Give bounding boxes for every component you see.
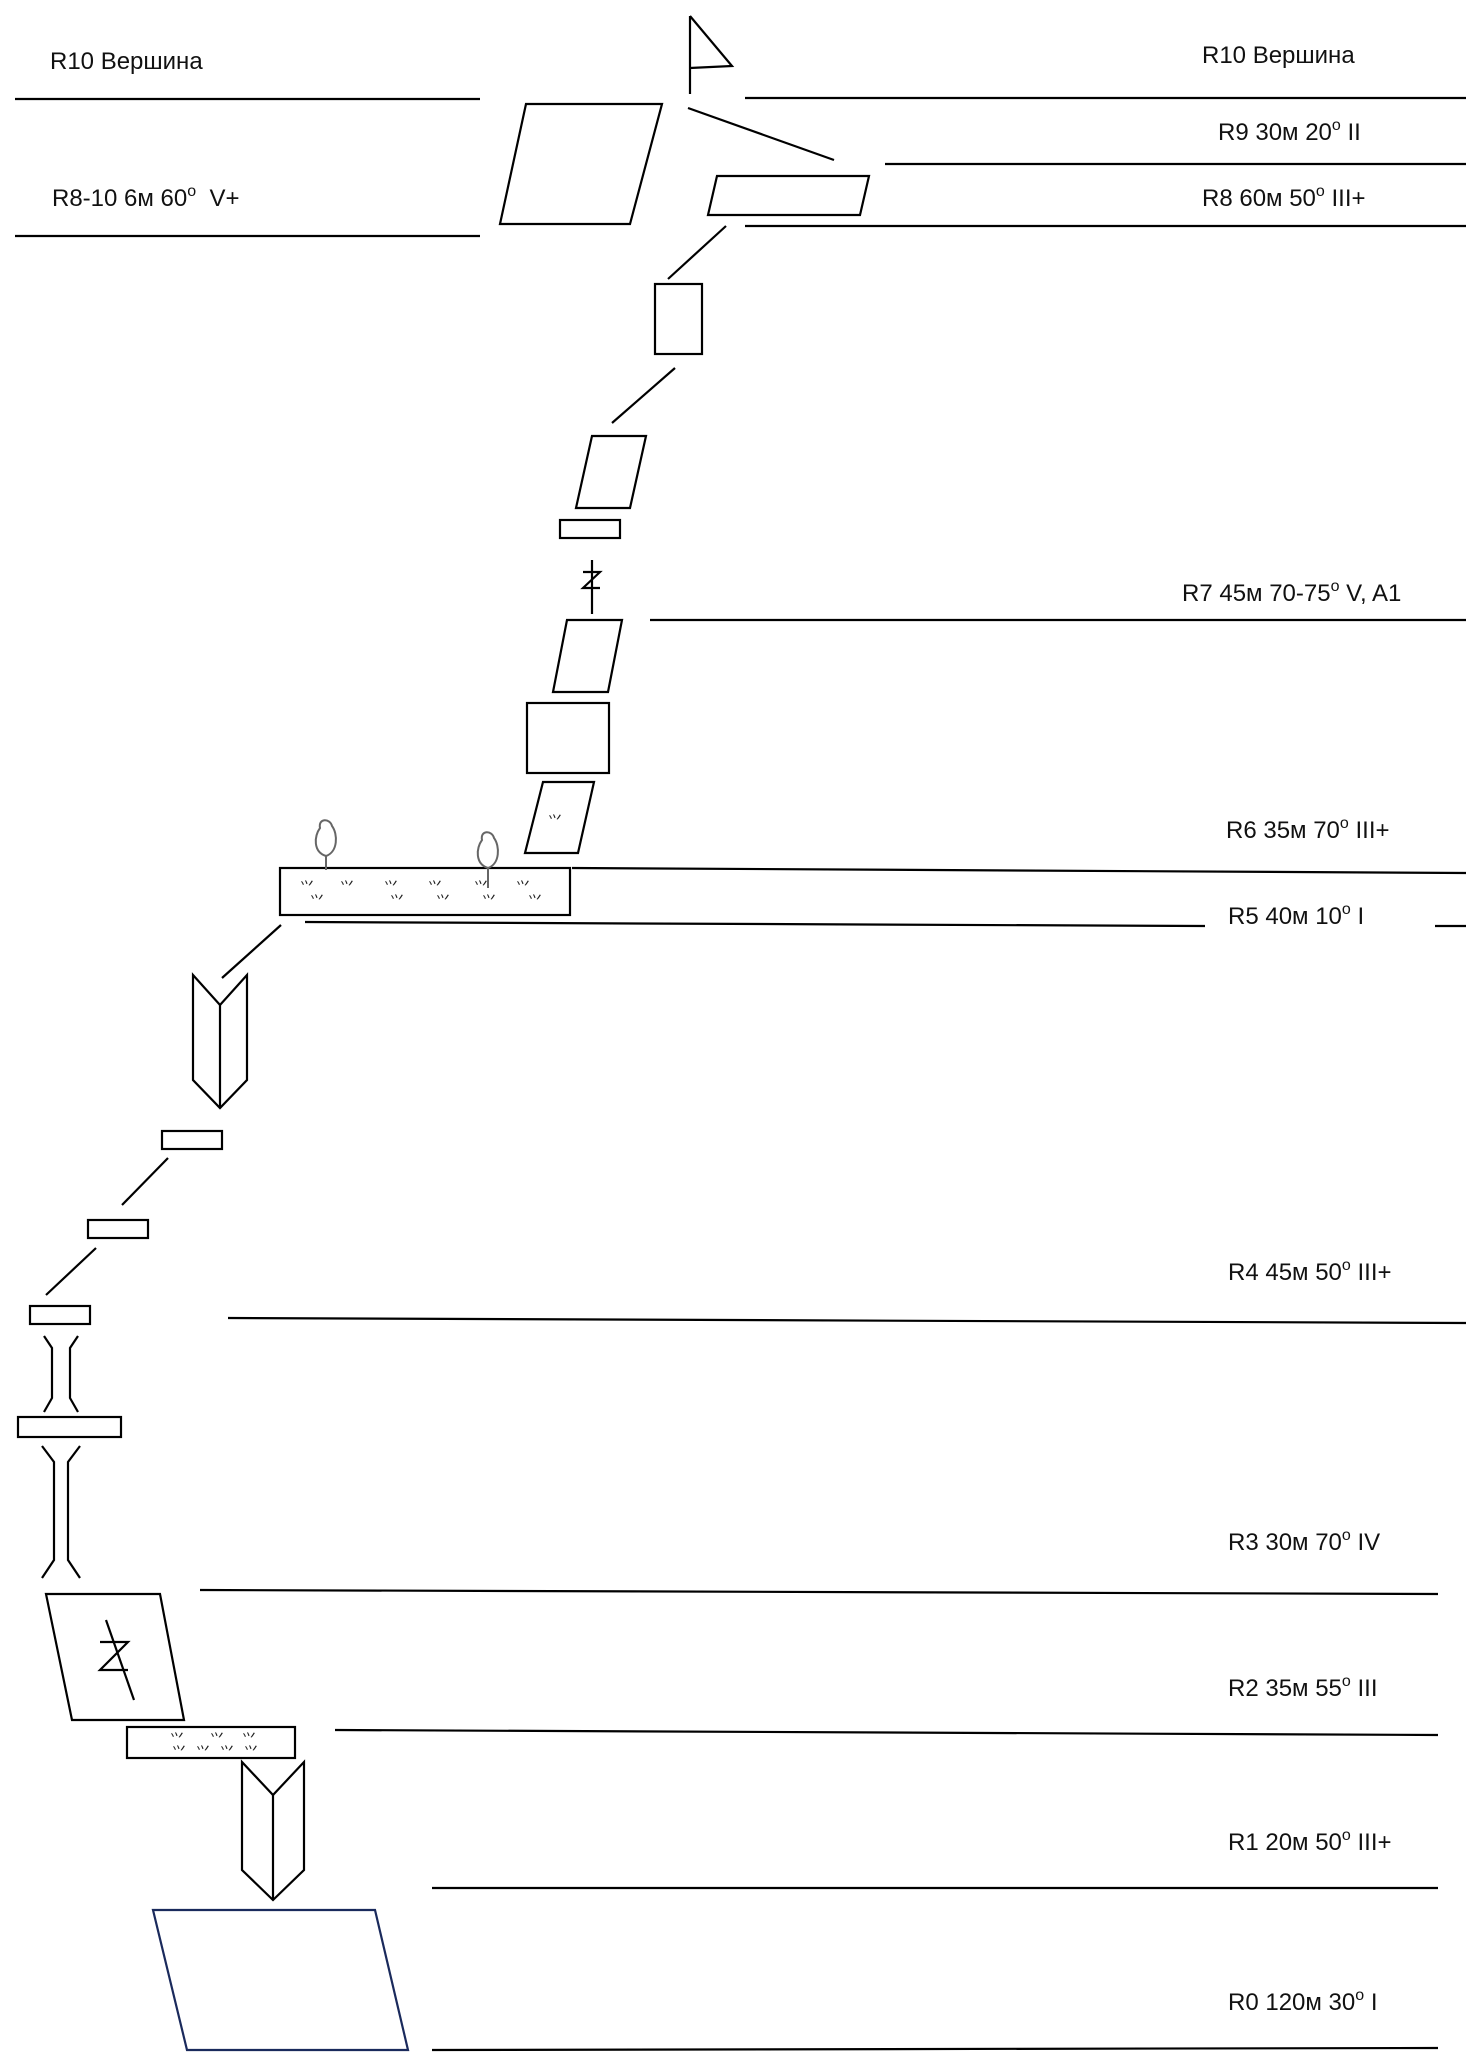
- pitch-labels: R10 Вершина R10 Вершина R9 30м 20o II R8…: [50, 42, 1401, 2016]
- block-r2: [44, 1592, 186, 1722]
- tree-icon: [476, 831, 499, 888]
- route-r4: [28, 924, 282, 1326]
- label-r8-10: R8-10 6м 60o V+: [52, 183, 240, 212]
- line-r2: [334, 1728, 1439, 1737]
- label-r3: R3 30м 70o IV: [1228, 1527, 1380, 1556]
- block-r7-e: [525, 701, 611, 775]
- line-r6: [571, 866, 1467, 875]
- grass-icon: ⺍: [436, 894, 450, 910]
- grass-icon: ⺍: [244, 1745, 258, 1761]
- grass-icon: ⺍: [482, 894, 496, 910]
- ledge-r1: [125, 1725, 297, 1760]
- block-r0: [151, 1908, 410, 2052]
- chimney-icon: [240, 1759, 306, 1902]
- grass-icon: ⺍: [384, 880, 398, 896]
- route-top: [498, 102, 871, 280]
- block-r7-d: [551, 618, 624, 694]
- link-r8-down: [667, 225, 727, 280]
- block-r4-c: [28, 1304, 92, 1326]
- ledge-r5: [278, 866, 572, 917]
- grass-icon: ⺍: [210, 1732, 224, 1748]
- piton-icon: [580, 560, 603, 614]
- block-r8: [706, 174, 871, 217]
- grass-icon: ⺍: [310, 894, 324, 910]
- chimney-icon: [43, 1335, 79, 1413]
- route-r6: ⺍: [523, 780, 596, 855]
- block-r6: [523, 780, 596, 855]
- label-r1: R1 20м 50o III+: [1228, 1827, 1392, 1856]
- piton-icon: [97, 1619, 136, 1701]
- block-r8-10: [498, 102, 664, 226]
- line-r0: [431, 2046, 1439, 2052]
- grass-icon: ⺍: [528, 894, 542, 910]
- grass-icon: ⺍: [170, 1732, 184, 1748]
- grass-icon: ⺍: [428, 880, 442, 896]
- grass-icon: ⺍: [242, 1732, 256, 1748]
- chimney-icon: [191, 972, 249, 1110]
- route-r2: [44, 1592, 186, 1722]
- label-r5: R5 40м 10o I: [1228, 901, 1364, 930]
- route-r5: ⺍ ⺍ ⺍ ⺍ ⺍ ⺍ ⺍ ⺍ ⺍ ⺍ ⺍: [278, 819, 572, 917]
- block-r7-b: [574, 434, 648, 510]
- label-r0: R0 120м 30o I: [1228, 1987, 1378, 2016]
- line-r4: [227, 1316, 1467, 1325]
- link-r9: [687, 106, 835, 162]
- pitch-lines: [15, 96, 1467, 2052]
- label-r2: R2 35м 55o III: [1228, 1673, 1377, 1702]
- label-r4: R4 45м 50o III+: [1228, 1257, 1392, 1286]
- grass-icon: ⺍: [516, 880, 530, 896]
- grass-icon: ⺍: [196, 1745, 210, 1761]
- label-r10-right: R10 Вершина: [1202, 42, 1355, 69]
- tree-icon: [314, 819, 337, 870]
- route-r3: [16, 1335, 123, 1579]
- grass-icon: ⺍: [220, 1745, 234, 1761]
- label-r6: R6 35м 70o III+: [1226, 815, 1390, 844]
- ledge-r3: [16, 1415, 123, 1439]
- line-r3: [199, 1588, 1439, 1596]
- grass-icon: ⺍: [340, 880, 354, 896]
- label-r10-left: R10 Вершина: [50, 48, 203, 75]
- block-r4-b: [86, 1218, 150, 1240]
- block-r7-c: [558, 518, 622, 540]
- block-r4-a: [160, 1129, 224, 1151]
- grass-icon: ⺍: [172, 1745, 186, 1761]
- grass-icon: ⺍: [474, 880, 488, 896]
- block-r7-a: [653, 282, 704, 356]
- grass-icon: ⺍: [300, 880, 314, 896]
- line-r5: [304, 920, 1206, 928]
- label-r7: R7 45м 70-75o V, A1: [1182, 578, 1401, 607]
- label-r9: R9 30м 20o II: [1218, 117, 1361, 146]
- label-r8: R8 60м 50o III+: [1202, 183, 1366, 212]
- route-r1: ⺍ ⺍ ⺍ ⺍ ⺍ ⺍ ⺍: [125, 1725, 306, 1902]
- flag-icon: [688, 15, 735, 94]
- chimney-icon: [41, 1445, 81, 1579]
- route-r0: [151, 1908, 410, 2052]
- grass-icon: ⺍: [390, 894, 404, 910]
- grass-icon: ⺍: [548, 814, 562, 830]
- route-r7: [525, 282, 704, 775]
